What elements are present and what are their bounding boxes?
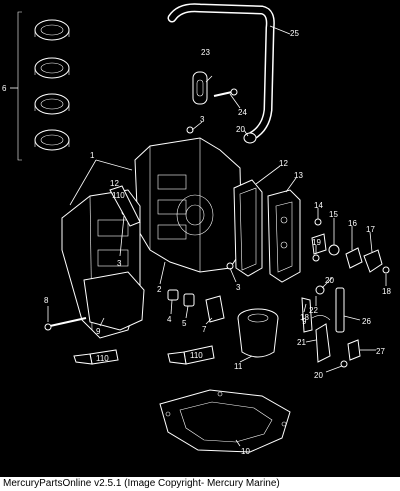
lower-block: [44, 271, 145, 331]
callout-7: 7: [202, 325, 207, 334]
callout-labels: 1 2 3 3 3 4 5 6 7 8 9 10 11 12 12 13 14 …: [2, 29, 391, 456]
callout-6: 6: [2, 84, 7, 93]
bearing-3: [34, 93, 70, 115]
oil-pan-gasket: [159, 389, 291, 453]
callout-13: 13: [294, 171, 303, 180]
callout-20a: 20: [325, 276, 334, 285]
callout-110b: 110: [96, 354, 109, 363]
callout-20b: 20: [314, 371, 323, 380]
callout-25: 25: [290, 29, 299, 38]
callout-23: 23: [201, 48, 210, 57]
callout-27: 27: [376, 347, 385, 356]
callout-3c: 3: [236, 283, 241, 292]
callout-2: 2: [157, 285, 162, 294]
callout-12a: 12: [279, 159, 288, 168]
image-caption: MercuryPartsOnline v2.5.1 (Image Copyrig…: [0, 477, 400, 491]
callout-26: 26: [362, 317, 371, 326]
callout-110c: 110: [190, 351, 203, 360]
sensor-parts: [301, 218, 390, 368]
callout-18b: 18: [300, 313, 309, 322]
oil-filter: [237, 308, 279, 358]
callout-24: 24: [238, 108, 247, 117]
bearing-1: [34, 19, 70, 41]
callout-4: 4: [167, 315, 172, 324]
callout-9a: 9: [96, 327, 101, 336]
callout-5: 5: [182, 319, 187, 328]
callout-22: 22: [309, 306, 318, 315]
callout-3a: 3: [200, 115, 205, 124]
callout-16: 16: [348, 219, 357, 228]
callout-17: 17: [366, 225, 375, 234]
callout-21: 21: [297, 338, 306, 347]
callout-8: 8: [44, 296, 49, 305]
callout-1: 1: [90, 151, 95, 160]
sealant-tube-2: [73, 349, 119, 365]
callout-19: 19: [312, 238, 321, 247]
plug-parts: [167, 289, 225, 323]
callout-3b: 3: [117, 259, 122, 268]
callout-9b: 9: [302, 317, 307, 326]
callout-14: 14: [314, 201, 323, 210]
clip-screw: [213, 88, 238, 97]
hose-clip: [192, 71, 208, 105]
sealant-tube-3: [167, 345, 215, 365]
callout-15: 15: [329, 210, 338, 219]
callout-110a: 110: [112, 191, 125, 200]
bearing-set: [17, 11, 70, 161]
callout-11: 11: [234, 362, 243, 371]
bearing-2: [34, 57, 70, 79]
sealant-tube-1: [109, 185, 141, 227]
callout-12b: 12: [110, 179, 119, 188]
hose: [167, 3, 275, 144]
gasket-plate: [233, 179, 263, 277]
callout-18a: 18: [382, 287, 391, 296]
exploded-parts-diagram: 1 2 3 3 3 4 5 6 7 8 9 10 11 12 12 13 14 …: [2, 3, 391, 456]
callout-10: 10: [241, 447, 250, 456]
cover-plate: [267, 189, 301, 283]
leader-lines: [10, 25, 387, 447]
cylinder-block: [134, 126, 243, 273]
callout-20c: 20: [236, 125, 245, 134]
bearing-4: [34, 129, 70, 151]
